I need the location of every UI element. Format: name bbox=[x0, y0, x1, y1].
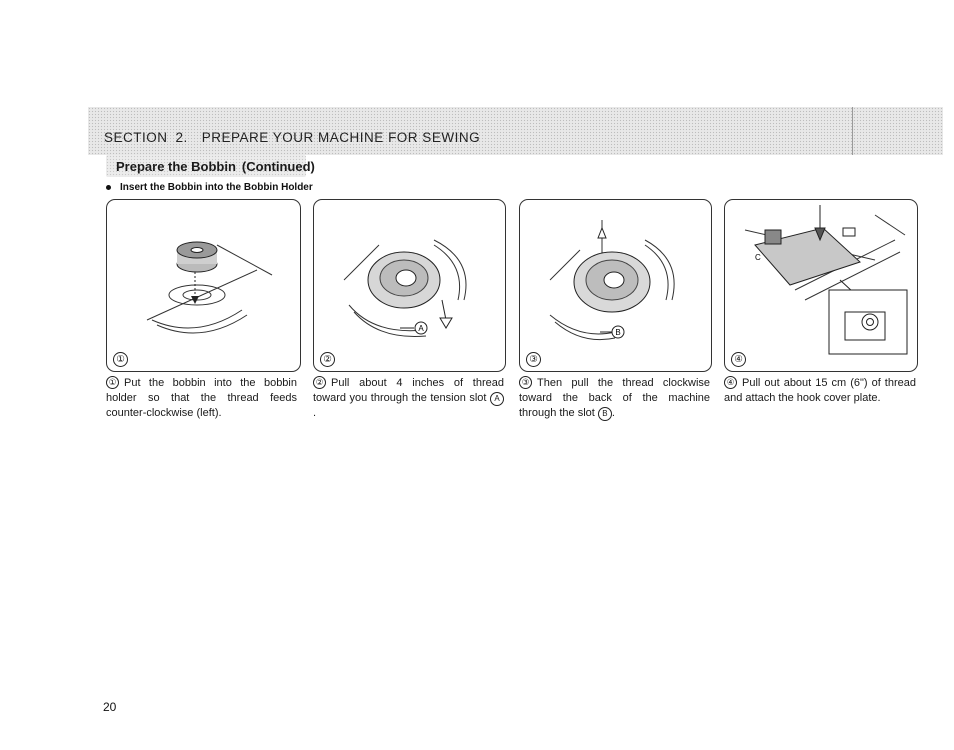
slot-b-illustration: B bbox=[549, 220, 675, 341]
step-3-text: Then pull the thread clockwise toward th… bbox=[519, 377, 710, 420]
section-header-band bbox=[88, 107, 943, 155]
step-4-number: ④ bbox=[724, 376, 737, 389]
subheading: Prepare the Bobbin (Continued) bbox=[116, 159, 315, 174]
subheading-continued: (Continued) bbox=[241, 159, 315, 174]
illustration-panel-1: ① bbox=[106, 199, 301, 372]
hook-cover-plate-illustration: C bbox=[744, 205, 908, 355]
slot-a-label: A bbox=[418, 324, 424, 333]
slot-b-marker: B bbox=[597, 407, 612, 422]
illustration-panel-4: C ④ bbox=[724, 199, 918, 372]
panel-4-marker: C bbox=[755, 253, 761, 262]
bullet-dot bbox=[106, 184, 111, 190]
section-title: SECTION 2. PREPARE YOUR MACHINE FOR SEWING bbox=[104, 130, 480, 145]
subheading-title: Prepare the Bobbin bbox=[116, 159, 236, 174]
header-divider bbox=[852, 107, 853, 155]
step-1-number: ① bbox=[106, 376, 119, 389]
bullet-heading-text: Insert the Bobbin into the Bobbin Holder bbox=[120, 182, 313, 193]
step-3-number: ③ bbox=[519, 376, 532, 389]
step-4-text: Pull out about 15 cm (6") of thread and … bbox=[724, 377, 916, 405]
tension-slot-illustration: A bbox=[343, 239, 467, 337]
subheading-background bbox=[106, 155, 306, 177]
section-label: SECTION bbox=[104, 130, 168, 145]
bullet-heading: Insert the Bobbin into the Bobbin Holder bbox=[106, 182, 313, 193]
page-number: 20 bbox=[103, 700, 117, 714]
section-number: 2. bbox=[175, 130, 188, 145]
illustration-panel-2: A ② bbox=[313, 199, 506, 372]
panel-1-number: ① bbox=[113, 352, 128, 367]
bobbin-holder-illustration bbox=[146, 241, 273, 334]
step-1-text: Put the bobbin into the bobbin holder so… bbox=[106, 377, 297, 420]
panel-2-number: ② bbox=[320, 352, 335, 367]
step-2-end: . bbox=[313, 407, 317, 420]
step-3-end: . bbox=[611, 407, 615, 420]
slot-b-label: B bbox=[615, 328, 620, 337]
slot-a-marker: A bbox=[490, 392, 504, 407]
step-2-text: Pull about 4 inches of thread toward you… bbox=[313, 377, 504, 405]
illustration-panel-3: B ③ bbox=[519, 199, 712, 372]
panel-3-number: ③ bbox=[526, 352, 541, 367]
panel-4-number: ④ bbox=[731, 352, 746, 367]
step-2-number: ② bbox=[313, 376, 326, 389]
section-heading: PREPARE YOUR MACHINE FOR SEWING bbox=[201, 130, 481, 145]
